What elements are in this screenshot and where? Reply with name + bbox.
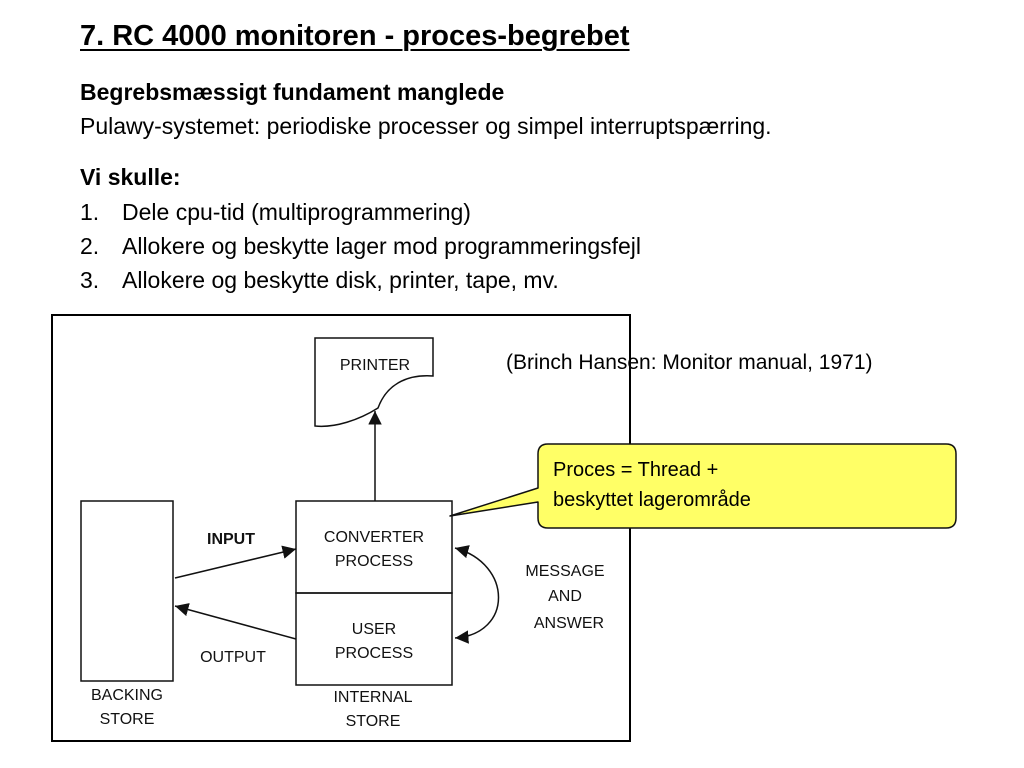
subheading: Begrebsmæssigt fundament manglede bbox=[80, 79, 505, 105]
converter-label-2: PROCESS bbox=[335, 553, 413, 570]
message-answer-arrow bbox=[454, 545, 500, 644]
message-label-3: ANSWER bbox=[534, 615, 604, 632]
callout-text: Proces = Thread + beskyttet lagerområde bbox=[553, 455, 751, 515]
input-label: INPUT bbox=[207, 531, 255, 548]
citation: (Brinch Hansen: Monitor manual, 1971) bbox=[506, 351, 873, 374]
callout-line-1: Proces = Thread + bbox=[553, 459, 719, 481]
list-item: 3. Allokere og beskytte disk, printer, t… bbox=[80, 263, 641, 297]
list-item-text: Allokere og beskytte disk, printer, tape… bbox=[122, 267, 559, 293]
callout-line-2: beskyttet lagerområde bbox=[553, 489, 751, 511]
backing-store-box bbox=[80, 500, 174, 682]
intro-text: Pulawy-systemet: periodiske processer og… bbox=[80, 113, 772, 139]
message-label-1: MESSAGE bbox=[525, 563, 604, 580]
backing-store-label-1: BACKING bbox=[91, 687, 163, 704]
internal-store-label-1: INTERNAL bbox=[333, 689, 412, 706]
input-arrow bbox=[174, 545, 297, 579]
output-arrow bbox=[174, 603, 297, 640]
list-item: 1. Dele cpu-tid (multiprogrammering) bbox=[80, 195, 641, 229]
user-label-1: USER bbox=[352, 621, 396, 638]
printer-shape bbox=[314, 337, 434, 428]
list-item-text: Dele cpu-tid (multiprogrammering) bbox=[122, 199, 471, 225]
converter-label-1: CONVERTER bbox=[324, 529, 424, 546]
internal-store-label-2: STORE bbox=[346, 713, 401, 730]
list-item: 2. Allokere og beskytte lager mod progra… bbox=[80, 229, 641, 263]
task-list: 1. Dele cpu-tid (multiprogrammering) 2. … bbox=[80, 195, 641, 297]
backing-store-label-2: STORE bbox=[100, 711, 155, 728]
monitor-diagram: PRINTER CONVERTER PROCESS USER PROCESS B… bbox=[51, 314, 631, 742]
list-item-number: 2. bbox=[80, 233, 100, 259]
list-item-number: 1. bbox=[80, 199, 100, 225]
slide-title: 7. RC 4000 monitoren - proces-begrebet bbox=[80, 20, 630, 52]
user-process-box bbox=[295, 592, 453, 686]
list-heading: Vi skulle: bbox=[80, 164, 181, 190]
list-item-number: 3. bbox=[80, 267, 100, 293]
output-label: OUTPUT bbox=[200, 649, 266, 666]
converter-process-box bbox=[295, 500, 453, 594]
user-label-2: PROCESS bbox=[335, 645, 413, 662]
printer-label: PRINTER bbox=[340, 357, 410, 374]
message-label-2: AND bbox=[548, 588, 582, 605]
diagram-canvas: PRINTER CONVERTER PROCESS USER PROCESS B… bbox=[80, 337, 605, 730]
list-item-text: Allokere og beskytte lager mod programme… bbox=[122, 233, 642, 259]
